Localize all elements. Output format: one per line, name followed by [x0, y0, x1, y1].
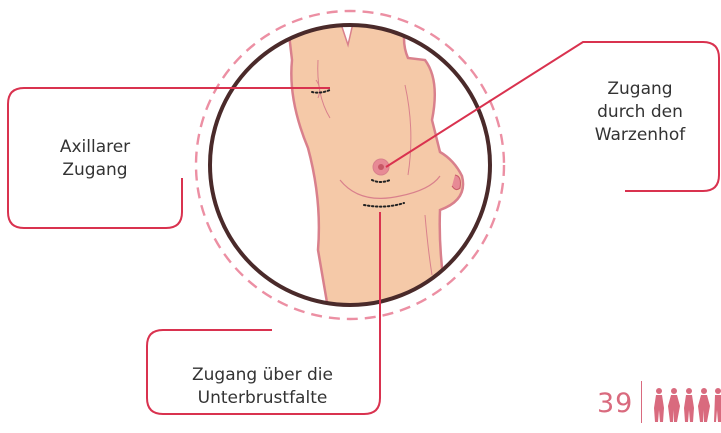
label-periareolar-line-1: Zugang [575, 78, 705, 101]
women-silhouettes-icon [654, 388, 721, 422]
label-periareolar-line-2: durch den [575, 101, 705, 124]
label-periareolar-access: Zugang durch den Warzenhof [575, 78, 705, 147]
label-axillary-line-2: Zugang [30, 159, 160, 182]
label-periareolar-line-3: Warzenhof [575, 124, 705, 147]
label-inframammary-line-2: Unterbrustfalte [165, 387, 360, 410]
page-number: 39 [597, 388, 633, 419]
torso-shape [285, 0, 463, 320]
label-axillary-access: Axillarer Zugang [30, 136, 160, 182]
label-inframammary-line-1: Zugang über die [165, 364, 360, 387]
label-inframammary-access: Zugang über die Unterbrustfalte [165, 364, 360, 410]
label-axillary-line-1: Axillarer [30, 136, 160, 159]
torso-illustration [285, 0, 463, 320]
page-divider [641, 381, 642, 423]
nipple [378, 164, 384, 170]
